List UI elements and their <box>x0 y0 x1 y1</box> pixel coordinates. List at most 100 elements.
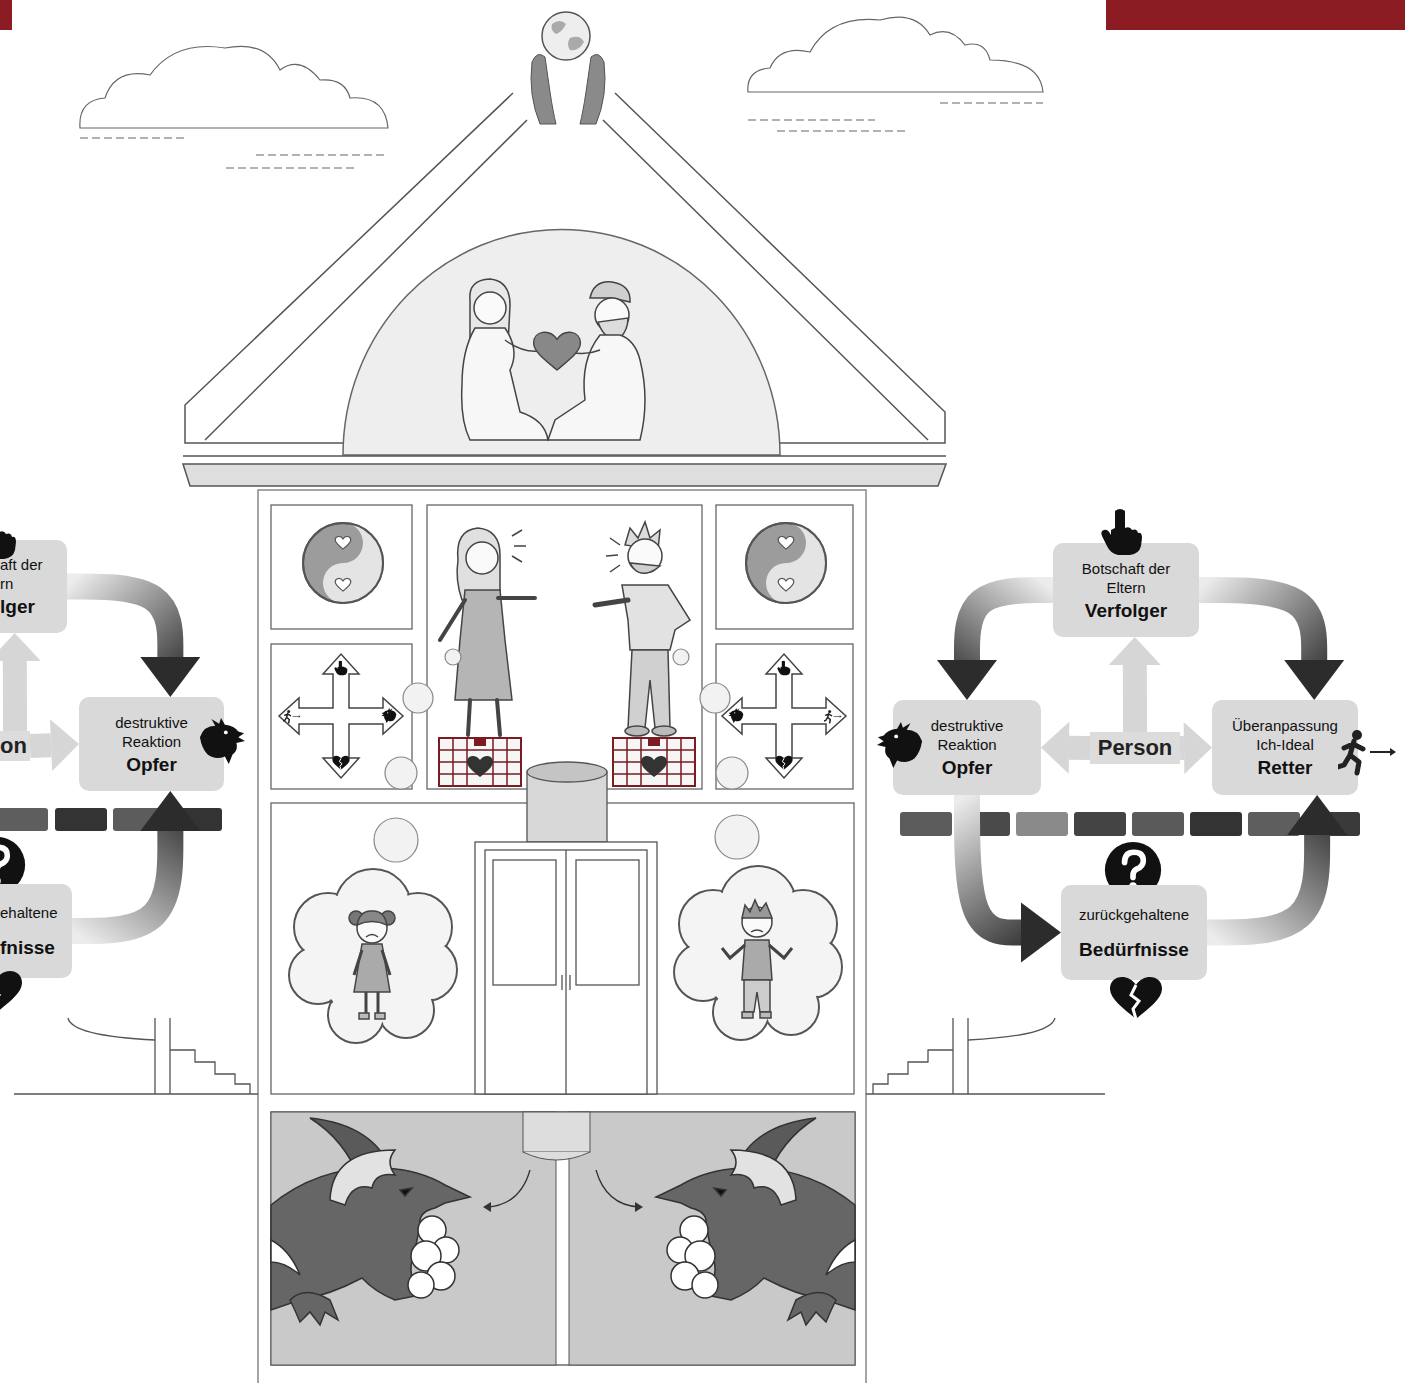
connector-shaft <box>1123 665 1147 732</box>
cycle-box: ehaltenefnisse <box>0 884 72 978</box>
color-strip <box>55 808 107 831</box>
small-circle <box>374 818 418 862</box>
role-name: Retter <box>1258 756 1313 779</box>
house-body <box>427 505 702 789</box>
cycle-box: Botschaft der ElternVerfolger <box>1053 543 1199 637</box>
loving-couple <box>474 292 506 324</box>
connector <box>1109 637 1161 732</box>
inner-dragon <box>271 1118 470 1325</box>
house-body <box>271 505 412 629</box>
role-name: Verfolger <box>1085 599 1167 622</box>
arrow-head <box>1021 903 1061 963</box>
inner-dragon <box>271 1240 300 1275</box>
connector-shaft <box>1199 590 1314 660</box>
connector <box>967 795 1061 963</box>
globe-in-hands <box>531 12 605 124</box>
broken-heart <box>1110 977 1162 1019</box>
inner-dragon <box>826 1240 855 1275</box>
direction-cross <box>824 710 841 723</box>
sky-cloud <box>80 103 1043 168</box>
connector <box>72 791 200 931</box>
arguing-couple <box>628 650 670 728</box>
connector <box>30 719 79 771</box>
broken-heart <box>0 971 22 1013</box>
cycle-box: zurückgehalteneBedürfnisse <box>1061 885 1207 980</box>
direction-cross <box>279 654 403 778</box>
pipe <box>487 1170 639 1207</box>
door <box>576 860 639 985</box>
node-heading: aft der rn <box>0 555 52 593</box>
arguing-couple <box>440 598 535 735</box>
basement <box>271 1112 855 1365</box>
chimney <box>527 762 607 842</box>
direction-cross <box>334 661 347 676</box>
direction-cross <box>279 654 403 778</box>
stairs <box>155 1018 170 1094</box>
color-strip <box>900 812 952 836</box>
arguing-couple <box>466 542 498 574</box>
direction-cross <box>381 708 396 723</box>
pointing-hand <box>0 509 1142 559</box>
eave <box>183 464 946 486</box>
role-name: Bedürfnisse <box>1079 938 1189 961</box>
color-strip <box>0 808 48 831</box>
arguing-couple <box>630 563 660 573</box>
color-strip <box>1074 812 1126 836</box>
thought-cloud <box>289 866 842 1043</box>
stairs <box>866 1018 1105 1094</box>
inner-dragon <box>408 1216 459 1298</box>
eave <box>183 456 946 486</box>
role-name: Opfer <box>942 756 993 779</box>
connector-shaft <box>967 590 1053 660</box>
small-circle <box>673 649 689 665</box>
arrow-head <box>1184 722 1212 774</box>
door <box>475 842 657 1094</box>
sad-child <box>744 980 770 1012</box>
stairs <box>873 1050 953 1094</box>
globe-in-hands <box>542 12 590 60</box>
arguing-couple <box>440 522 690 736</box>
arrow-head <box>937 660 997 700</box>
stairs <box>953 1018 968 1094</box>
door <box>475 842 657 1094</box>
connector <box>1207 795 1347 933</box>
color-strip <box>1016 812 1068 836</box>
door <box>493 860 556 985</box>
inner-dragon <box>714 1188 726 1196</box>
connector <box>1199 590 1344 700</box>
stairs <box>866 1093 1105 1094</box>
pipe <box>635 1202 643 1212</box>
direction-cross <box>728 708 743 723</box>
arguing-couple <box>595 600 628 605</box>
stairs <box>968 1018 1055 1040</box>
basement <box>271 1112 855 1365</box>
arrow-head <box>0 633 41 661</box>
dragon-icon <box>200 718 245 764</box>
sad-child <box>751 930 763 932</box>
cycle-box: destruktive ReaktionOpfer <box>79 697 224 791</box>
arguing-couple <box>625 726 649 736</box>
treasure-chest <box>439 737 521 786</box>
arguing-couple <box>512 530 526 562</box>
sad-child <box>354 950 390 1015</box>
header-bar <box>1106 0 1405 30</box>
loving-couple <box>534 332 581 370</box>
inner-dragon <box>656 1168 855 1310</box>
dome <box>343 229 780 455</box>
sky-cloud <box>748 17 1043 92</box>
connector <box>937 590 1053 700</box>
arrow-head <box>140 791 200 831</box>
dome <box>343 229 780 455</box>
sad-child <box>359 1013 369 1019</box>
thought-cloud <box>674 866 842 1040</box>
arrow-head <box>1287 795 1347 835</box>
stairs <box>14 1093 258 1094</box>
runner-icon <box>1338 730 1396 773</box>
role-name: fnisse <box>0 936 55 959</box>
role-name: Opfer <box>126 753 177 776</box>
house-body <box>716 644 853 789</box>
connector-shaft <box>1069 736 1090 760</box>
connector <box>1180 722 1212 774</box>
sad-child <box>366 935 378 938</box>
sky-cloud <box>80 46 388 128</box>
